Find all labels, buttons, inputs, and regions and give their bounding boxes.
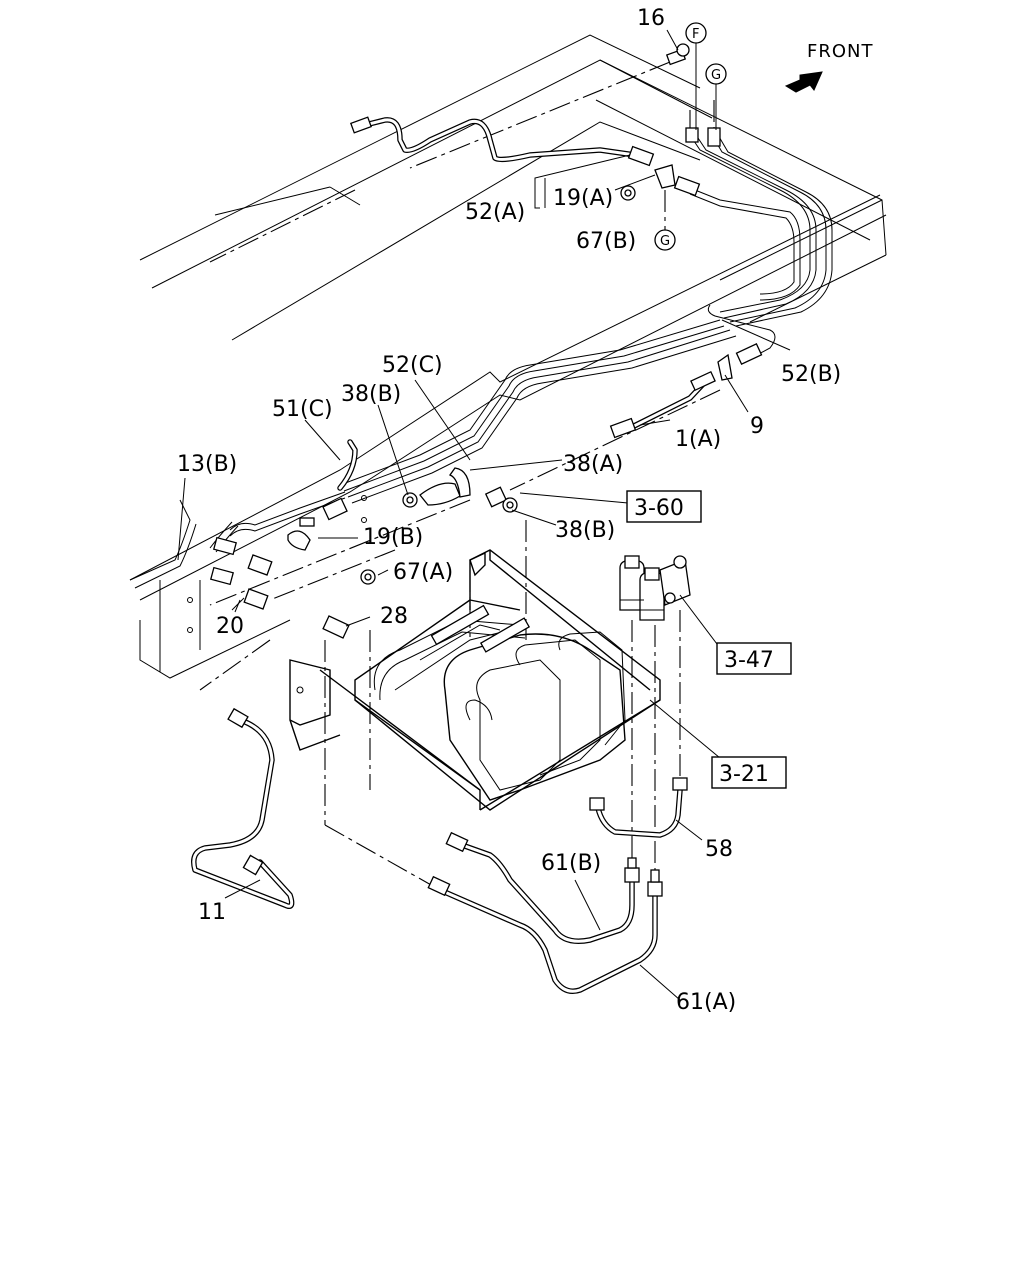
ref-3-21[interactable]: 3-21 [711,756,787,789]
callout-38b-top: 38(B) [341,382,401,407]
pipe-61b [445,831,640,944]
ref-3-47-label: 3-47 [724,648,774,673]
ref-3-60[interactable]: 3-60 [626,490,702,523]
callout-9: 9 [750,414,764,439]
pipe-52a [362,117,638,163]
callout-20: 20 [216,614,244,639]
callout-19a: 19(A) [553,186,613,211]
circle-g-mid-label: G [660,234,670,249]
callout-52c: 52(C) [382,353,443,378]
callout-28: 28 [380,604,408,629]
callout-52a: 52(A) [465,200,525,225]
callout-51c: 51(C) [272,397,333,422]
callout-38a: 38(A) [563,452,623,477]
leader-lines [177,29,791,1001]
ref-3-21-label: 3-21 [719,762,769,787]
pipe-51c [229,439,358,537]
chassis-frame [129,34,887,679]
pipe-52b-bundle [689,134,833,357]
circle-g-top: G [705,63,727,130]
circle-g-mid: G [654,229,676,251]
canister-assembly [289,549,661,811]
ref-3-47[interactable]: 3-47 [716,642,792,675]
callout-19b: 19(B) [363,525,423,550]
front-label: FRONT [807,41,874,62]
pipe-1a [627,379,708,431]
callout-1a: 1(A) [675,427,721,452]
front-arrow-icon [784,71,823,93]
callout-67b: 67(B) [576,229,636,254]
callout-61b: 61(B) [541,851,601,876]
pipe-11 [191,707,295,909]
circle-f-top: F [685,22,707,130]
circle-f-top-label: F [692,27,699,42]
callout-labels: 16 52(A) 19(A) 67(B) 52(B) 52(C) 38(B) 5… [177,6,841,1015]
pipe-58 [589,777,688,838]
callout-38b-mid: 38(B) [555,518,615,543]
callout-16: 16 [637,6,665,31]
callout-58: 58 [705,837,733,862]
valve-assembly [619,555,691,621]
upper-fittings [209,43,763,639]
callout-67a: 67(A) [393,560,453,585]
callout-61a: 61(A) [676,990,736,1015]
callout-11: 11 [198,900,226,925]
circle-g-top-label: G [711,68,721,83]
pipe-52c-bundle [339,319,737,504]
callout-13b: 13(B) [177,452,237,477]
pipe-61a [427,869,663,994]
ref-3-60-label: 3-60 [634,496,684,521]
pipe-13b [129,499,239,589]
callout-52b: 52(B) [781,362,841,387]
